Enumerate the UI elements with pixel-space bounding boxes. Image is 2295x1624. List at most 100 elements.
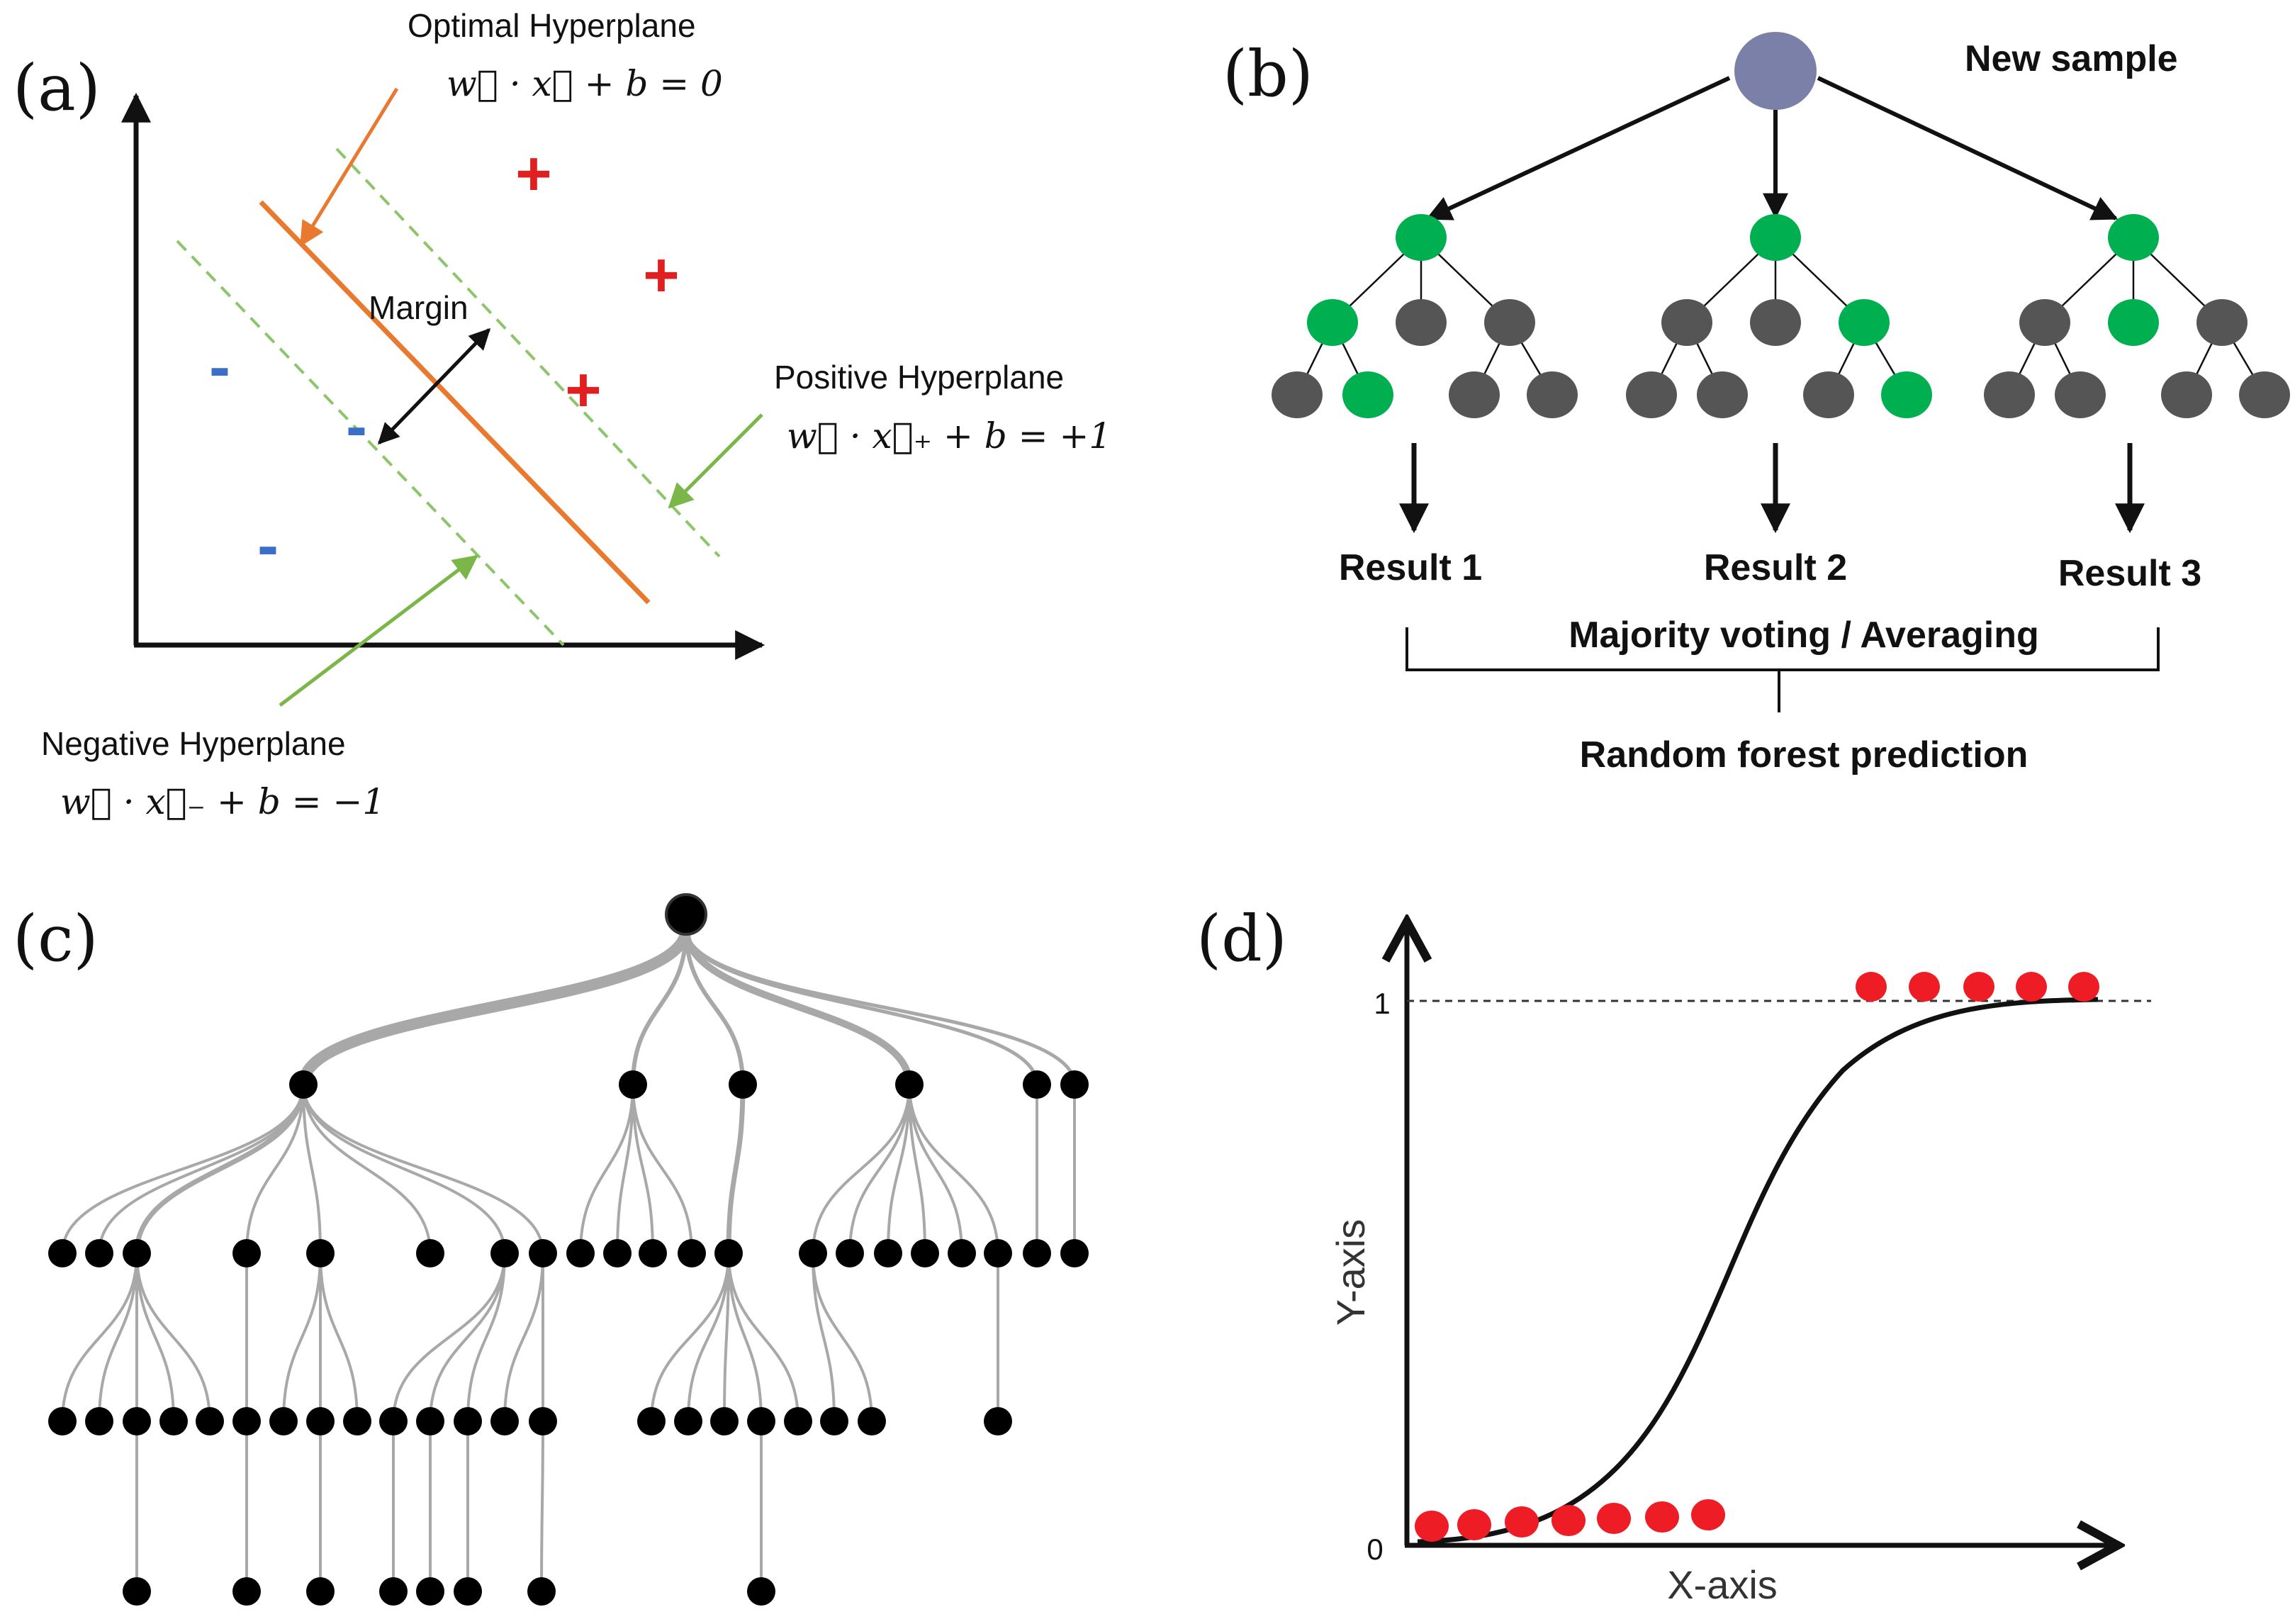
plus-marker: +	[643, 240, 679, 310]
tree-node	[639, 1239, 667, 1267]
data-point	[1551, 1505, 1586, 1536]
tree-node	[714, 1239, 743, 1267]
tree-edge	[650, 1253, 730, 1422]
tree-node	[416, 1239, 444, 1267]
panel-d-label: (d)	[1196, 902, 1287, 976]
tree-edge	[98, 1253, 138, 1422]
tree-node	[1626, 371, 1677, 418]
data-point	[2068, 972, 2099, 1002]
tree-node	[306, 1239, 335, 1267]
tree-node	[123, 1239, 151, 1267]
negative-pointer-arrow	[279, 554, 478, 707]
tree-node	[123, 1407, 151, 1435]
tree-node	[490, 1239, 519, 1267]
tree-edge	[319, 1253, 359, 1422]
aggregation-bracket	[1405, 627, 2160, 712]
tree-node	[674, 1407, 702, 1435]
data-point	[1597, 1503, 1631, 1534]
tree-node	[306, 1407, 335, 1435]
data-point	[1645, 1501, 1679, 1533]
hierarchical-tree	[48, 893, 1089, 1606]
tree-node	[48, 1407, 77, 1435]
tree-edge	[302, 1084, 432, 1254]
panel-c-label: (c)	[13, 902, 99, 976]
tree-node	[820, 1407, 848, 1435]
data-point	[1963, 972, 1994, 1002]
panel-b-label: (b)	[1223, 37, 1313, 111]
plus-marker: +	[565, 354, 601, 425]
tree-node	[379, 1577, 408, 1606]
tree-node	[1484, 299, 1535, 346]
tree-node	[1023, 1070, 1051, 1099]
tree-node	[747, 1577, 775, 1606]
root-to-tree3-arrow	[1817, 76, 2119, 220]
tree-node	[566, 1239, 595, 1267]
tree-node	[710, 1407, 739, 1435]
decision-tree-3	[1984, 214, 2290, 418]
tree-edge	[134, 1084, 306, 1254]
tree-edge	[282, 1253, 322, 1422]
tree-edge	[302, 1084, 322, 1254]
tree-node	[85, 1239, 113, 1267]
data-point	[1691, 1499, 1725, 1530]
tree-edge	[726, 1084, 746, 1254]
tree-edge	[684, 928, 745, 1085]
tree-node	[858, 1407, 886, 1435]
data-point	[1415, 1511, 1449, 1542]
positive-hyperplane-line	[335, 147, 721, 558]
margin-arrow	[377, 327, 491, 445]
tree-edge	[632, 1084, 693, 1254]
y-axis-label: Y-axis	[1328, 1219, 1373, 1326]
data-point	[1457, 1509, 1491, 1540]
prediction-label: Random forest prediction	[1580, 734, 2029, 775]
tree-node	[159, 1407, 188, 1435]
positive-hyperplane-title: Positive Hyperplane	[774, 359, 1064, 396]
tree-node	[269, 1407, 298, 1435]
aggregation-label: Majority voting / Averaging	[1569, 615, 2039, 656]
tree-node	[948, 1239, 976, 1267]
data-point	[1909, 972, 1940, 1002]
tree-edge	[727, 1253, 763, 1422]
optimal-hyperplane-title: Optimal Hyperplane	[408, 7, 696, 44]
panel-c-tree: (c)	[13, 893, 1089, 1606]
tree-node	[2239, 371, 2290, 418]
tree-node	[1984, 371, 2035, 418]
plus-marker: +	[515, 138, 551, 208]
tree-node	[196, 1407, 224, 1435]
tree-edge	[631, 928, 688, 1085]
tree-node	[289, 1070, 318, 1099]
tree-edge	[723, 1253, 730, 1422]
tree-node	[1272, 371, 1323, 418]
minus-marker: -	[209, 332, 230, 403]
tree-node	[874, 1239, 902, 1267]
decision-tree-1	[1272, 214, 1578, 418]
panel-d-logistic: (d) 1 0 X-axis Y-axis	[1196, 902, 2151, 1607]
decision-tree-2	[1626, 214, 1932, 418]
margin-label: Margin	[369, 289, 468, 326]
tree-node	[2108, 214, 2159, 261]
tree-node	[2055, 371, 2106, 418]
class-1-points	[1856, 972, 2099, 1002]
negative-hyperplane-line	[176, 240, 565, 646]
tree-node	[1839, 299, 1890, 346]
tree-edge	[683, 928, 913, 1085]
tree-edge	[61, 1253, 138, 1422]
tree-node	[729, 1070, 757, 1099]
tree-node	[619, 1070, 647, 1099]
tree-edge	[392, 1253, 506, 1422]
tree-edge	[848, 1084, 911, 1254]
panel-b-random-forest: (b) New sample	[1223, 32, 2290, 775]
tree-node	[2196, 299, 2248, 346]
tree-node	[1307, 299, 1358, 346]
tree-node	[1449, 371, 1500, 418]
tree-edge	[466, 1253, 506, 1422]
negative-hyperplane-title: Negative Hyperplane	[41, 725, 346, 762]
tree-node	[454, 1577, 482, 1606]
tree-node	[48, 1239, 77, 1267]
tree-node	[416, 1577, 444, 1606]
tree-node	[665, 893, 707, 936]
tree-edge	[684, 928, 1077, 1085]
result-2-label: Result 2	[1704, 547, 1847, 588]
result-1-label: Result 1	[1339, 547, 1482, 588]
data-point	[1505, 1506, 1539, 1538]
